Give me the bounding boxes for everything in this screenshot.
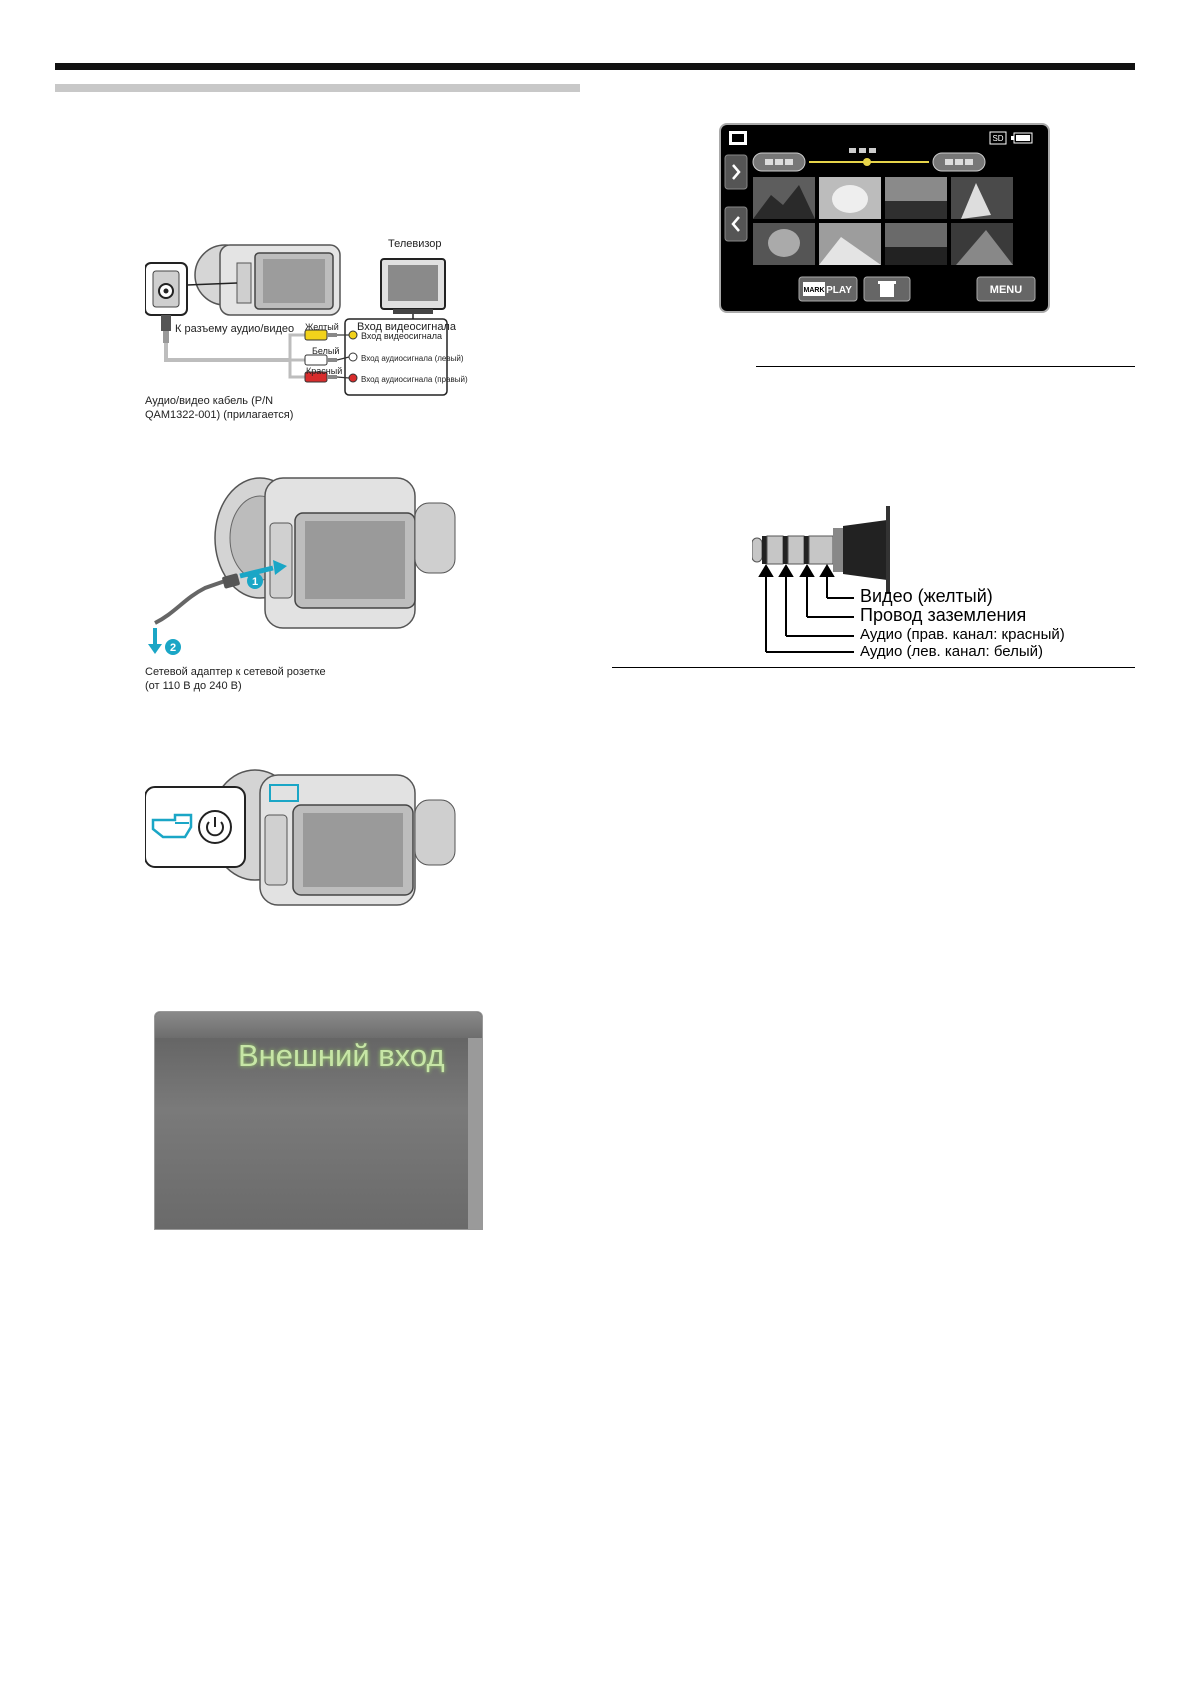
audio-in-left-label: Вход аудиосигнала (левый) <box>361 354 464 363</box>
av-connection-illustration <box>144 244 448 396</box>
step-2-number: 2 <box>170 642 176 654</box>
audio-in-right-label: Вход аудиосигнала (правый) <box>361 375 468 384</box>
av-connection-figure: Телевизор К разъему аудио/видео Вход вид… <box>144 235 490 435</box>
plug-video-label: Видео (желтый) <box>860 586 993 606</box>
tv-label: Телевизор <box>388 238 442 250</box>
power-button-figure <box>144 765 490 925</box>
av-jack-inset <box>144 262 238 316</box>
playback-screen: SD <box>719 123 1050 313</box>
video-in-header: Вход видеосигнала <box>357 321 456 333</box>
tv-audio-in-left-port <box>336 352 358 362</box>
power-icon <box>198 810 232 844</box>
plug-audio-left-label: Аудио (лев. канал: белый) <box>860 643 1043 660</box>
video-mode-icon <box>729 131 747 145</box>
tv-video-in-port <box>337 330 358 340</box>
camcorder-icon <box>214 477 456 629</box>
tv-icon <box>380 258 446 314</box>
pointing-hand-icon <box>151 813 193 839</box>
external-input-screen: Внешний вход <box>154 1011 483 1230</box>
note-bottom-rule <box>612 667 1135 668</box>
av-plug-illustration <box>751 506 890 653</box>
tv-audio-in-right-port <box>336 373 358 383</box>
adapter-label-line1: Сетевой адаптер к сетевой розетке <box>145 666 326 678</box>
plug-audio-right-label: Аудио (прав. канал: красный) <box>860 626 1065 643</box>
video-in-label: Вход видеосигнала <box>361 331 442 341</box>
red-label: Красный <box>306 366 343 376</box>
menu-button[interactable]: MENU <box>976 276 1036 302</box>
plug-diagram: Видео (желтый) Провод заземления Аудио (… <box>751 506 1072 666</box>
markplay-mark-text: MARK <box>804 287 825 294</box>
screen-scrollbar <box>468 1038 482 1229</box>
step-2-badge <box>165 639 181 655</box>
adapter-label-line2: (от 110 В до 240 В) <box>145 680 242 692</box>
power-button-illustration <box>144 769 456 906</box>
dc-plug <box>154 573 240 625</box>
step-1-badge <box>247 573 263 589</box>
av-jack-label: К разъему аудио/видео <box>175 323 295 335</box>
step-1-number: 1 <box>252 576 258 588</box>
markplay-button[interactable]: MARK PLAY <box>798 276 858 302</box>
header-rule <box>55 63 1135 70</box>
plug-ground-label: Провод заземления <box>860 605 1027 625</box>
cable-label-line1: Аудио/видео кабель (P/N <box>145 395 274 407</box>
ac-adapter-illustration: 1 2 <box>148 477 456 655</box>
rca-plug-red <box>304 371 337 383</box>
av-plug-icon <box>751 506 890 594</box>
playback-screen-ui: SD <box>724 131 1036 302</box>
trash-icon <box>878 281 896 297</box>
cable-label-line2: QAM1322-001) (прилагается) <box>145 409 294 421</box>
ac-adapter-figure: 1 2 Сетевой адаптер к сетевой розетке (о… <box>145 463 490 738</box>
date-next-button[interactable] <box>932 152 986 172</box>
next-page-button[interactable] <box>724 154 748 190</box>
battery-icon <box>1011 132 1033 144</box>
sd-card-icon <box>989 131 1007 145</box>
prev-page-button[interactable] <box>724 206 748 242</box>
date-prev-button[interactable] <box>752 152 806 172</box>
camcorder-icon <box>209 769 456 906</box>
markplay-play-text: PLAY <box>826 285 852 296</box>
power-button-inset <box>144 786 246 868</box>
camcorder-icon <box>194 244 341 316</box>
delete-button[interactable] <box>863 276 911 302</box>
sd-card-label: SD <box>992 134 1003 143</box>
rca-plug-yellow <box>304 329 337 341</box>
note-top-rule <box>756 366 1135 367</box>
menu-button-label: MENU <box>990 284 1022 296</box>
section-title-bar <box>55 84 580 92</box>
plug-arrow <box>239 565 274 579</box>
rca-plug-white <box>304 354 337 366</box>
timeline-slider-knob[interactable] <box>863 158 871 166</box>
yellow-label: Желтый <box>305 322 339 332</box>
tv-input-panel <box>344 318 448 396</box>
power-button-highlight <box>269 784 299 802</box>
white-label: Белый <box>312 346 340 356</box>
screen-top-bar <box>155 1012 482 1038</box>
external-input-label: Внешний вход <box>238 1038 445 1073</box>
thumbnail-grid[interactable] <box>753 177 1013 265</box>
